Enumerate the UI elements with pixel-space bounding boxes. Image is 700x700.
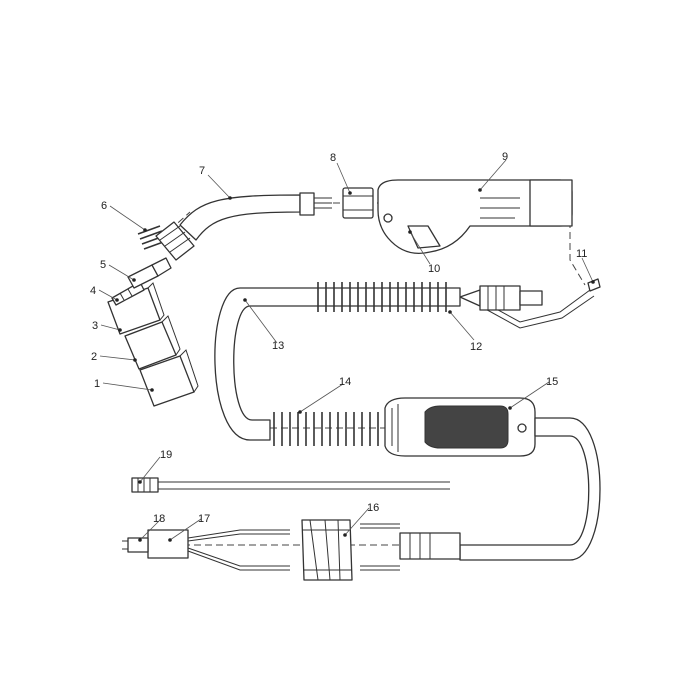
leader-lines (98, 159, 594, 541)
nut-8 (342, 187, 374, 219)
callout-19: 19 (160, 449, 172, 461)
callout-15: 15 (546, 376, 558, 388)
callout-5: 5 (100, 259, 106, 271)
callout-1: 1 (94, 378, 100, 390)
nozzle-1 (139, 349, 199, 407)
callout-labels: 1 2 3 4 5 6 7 8 9 10 11 12 13 14 15 16 1… (90, 151, 587, 525)
gooseneck-7 (155, 192, 332, 261)
cable-handle-15 (384, 397, 536, 457)
spring-14 (273, 282, 447, 446)
tip-holder-5 (127, 257, 172, 289)
callout-17: 17 (198, 513, 210, 525)
handle-9 (377, 179, 573, 255)
callout-16: 16 (367, 502, 379, 514)
plug-17 (147, 529, 290, 571)
trigger-10 (407, 225, 441, 249)
connector-12 (459, 285, 543, 311)
plug-pins-18 (122, 537, 149, 553)
cover-16 (301, 519, 353, 581)
callout-8: 8 (330, 152, 336, 164)
callout-dots (115, 188, 595, 542)
cable-lower (459, 417, 601, 561)
callout-10: 10 (428, 263, 440, 275)
callout-13: 13 (272, 340, 284, 352)
callout-18: 18 (153, 513, 165, 525)
callout-14: 14 (339, 376, 351, 388)
callout-4: 4 (90, 285, 96, 297)
callout-3: 3 (92, 320, 98, 332)
control-wires-11 (479, 278, 601, 329)
contact-tip-4 (111, 281, 145, 306)
callout-2: 2 (91, 351, 97, 363)
nozzle-2 (124, 315, 181, 370)
callout-9: 9 (502, 151, 508, 163)
callout-6: 6 (101, 200, 107, 212)
rear-connector (360, 523, 461, 571)
callout-11: 11 (576, 248, 587, 260)
liner-19 (131, 477, 450, 493)
callout-12: 12 (470, 341, 482, 353)
callout-7: 7 (199, 165, 205, 177)
spring-6 (137, 225, 167, 250)
cable-13 (214, 287, 461, 441)
